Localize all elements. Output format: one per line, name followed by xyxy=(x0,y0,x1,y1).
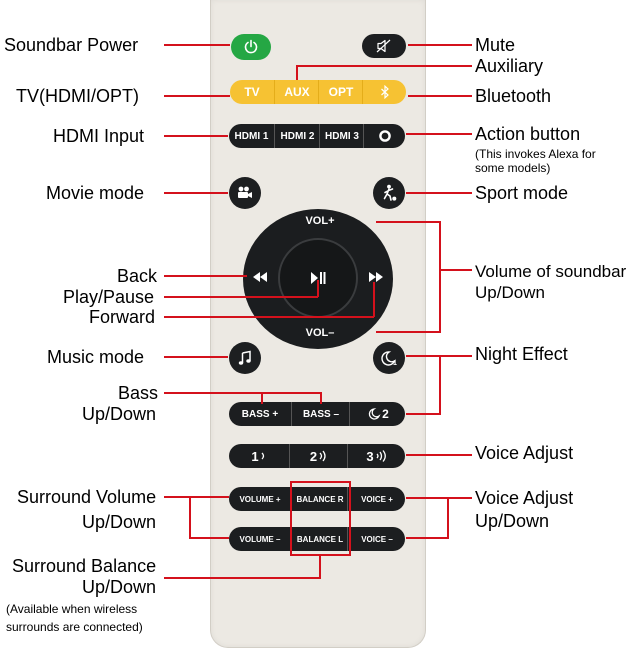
label-soundbar-power: Soundbar Power xyxy=(4,35,139,55)
label-hdmi-input: HDMI Input xyxy=(53,126,145,146)
fast-forward-icon xyxy=(369,272,383,282)
label-voice-adjust-updown-2: Up/Down xyxy=(475,511,550,531)
surround-minus-bar: VOLUME – BALANCE L VOICE – xyxy=(229,527,405,551)
sound-wave-icon xyxy=(376,450,386,462)
opt-button[interactable]: OPT xyxy=(318,80,363,104)
moon-icon: 1 xyxy=(381,351,397,367)
svg-text:1: 1 xyxy=(393,360,397,367)
video-camera-icon xyxy=(238,186,252,198)
power-button[interactable] xyxy=(231,34,271,60)
label-back: Back xyxy=(117,266,158,286)
mute-button[interactable] xyxy=(362,34,406,58)
music-mode-button[interactable] xyxy=(229,342,261,374)
label-mute: Mute xyxy=(475,35,516,55)
voice-preset-bar: 1 2 3 xyxy=(229,444,405,468)
bass-button-bar: BASS + BASS – 2 xyxy=(229,402,405,426)
label-forward: Forward xyxy=(89,307,156,327)
volume-plus-button[interactable]: VOLUME + xyxy=(239,494,281,504)
label-movie-mode: Movie mode xyxy=(46,183,145,203)
sound-wave-icon xyxy=(319,450,326,462)
note-surround-2: surrounds are connected) xyxy=(6,620,143,634)
volume-minus-button[interactable]: VOLUME – xyxy=(239,534,281,544)
rewind-icon xyxy=(253,272,267,282)
label-surround-volume-1: Surround Volume xyxy=(17,487,157,507)
voice-3-button[interactable]: 3 xyxy=(347,444,406,468)
label-surround-balance-2: Up/Down xyxy=(82,577,157,597)
note-action-1: (This invokes Alexa for xyxy=(475,147,596,161)
power-icon xyxy=(244,39,258,54)
surround-plus-bar: VOLUME + BALANCE R VOICE + xyxy=(229,487,405,511)
hdmi-button-bar: HDMI 1 HDMI 2 HDMI 3 xyxy=(229,124,405,148)
tv-button[interactable]: TV xyxy=(244,85,260,99)
music-note-icon xyxy=(238,350,251,365)
label-auxiliary: Auxiliary xyxy=(475,56,544,76)
aux-button[interactable]: AUX xyxy=(274,80,319,104)
voice-3-label: 3 xyxy=(366,448,374,464)
label-sport-mode: Sport mode xyxy=(475,183,569,203)
play-pause-icon xyxy=(311,272,326,284)
label-voice-adjust-updown-1: Voice Adjust xyxy=(475,488,574,508)
hdmi3-button[interactable]: HDMI 3 xyxy=(319,124,364,148)
vol-minus-button[interactable]: VOL– xyxy=(305,327,335,339)
label-surround-volume-2: Up/Down xyxy=(82,512,157,532)
label-night-effect: Night Effect xyxy=(475,344,568,364)
hdmi1-button[interactable]: HDMI 1 xyxy=(234,130,269,142)
moon-icon xyxy=(368,408,381,420)
label-play-pause: Play/Pause xyxy=(63,287,155,307)
forward-button[interactable] xyxy=(363,266,389,288)
soccer-player-icon xyxy=(383,184,397,201)
label-bass-2: Up/Down xyxy=(82,404,157,424)
bass-minus-button[interactable]: BASS – xyxy=(291,402,350,426)
action-circle-icon xyxy=(379,130,391,142)
source-button-bar: TV AUX OPT xyxy=(230,80,406,104)
label-surround-balance-1: Surround Balance xyxy=(12,556,157,576)
movie-mode-button[interactable] xyxy=(229,177,261,209)
voice-plus-button[interactable]: VOICE + xyxy=(347,487,406,511)
action-button[interactable] xyxy=(363,124,406,148)
label-bass-1: Bass xyxy=(118,383,159,403)
hdmi2-button[interactable]: HDMI 2 xyxy=(274,124,320,148)
sound-wave-icon xyxy=(261,452,264,460)
label-tv-hdmi-opt: TV(HDMI/OPT) xyxy=(16,86,139,106)
label-action-button: Action button xyxy=(475,124,581,144)
label-bluetooth: Bluetooth xyxy=(475,86,552,106)
night-effect-button[interactable]: 1 xyxy=(373,342,405,374)
note-surround-1: (Available when wireless xyxy=(6,602,138,616)
note-action-2: some models) xyxy=(475,161,551,175)
voice-2-label: 2 xyxy=(309,448,318,464)
night-2-button[interactable]: 2 xyxy=(349,402,406,426)
night-2-label: 2 xyxy=(382,407,389,421)
bluetooth-icon xyxy=(381,85,389,99)
voice-minus-button[interactable]: VOICE – xyxy=(347,527,406,551)
vol-plus-button[interactable]: VOL+ xyxy=(305,215,335,227)
label-voice-adjust: Voice Adjust xyxy=(475,443,574,463)
label-music-mode: Music mode xyxy=(47,347,145,367)
sport-mode-button[interactable] xyxy=(373,177,405,209)
label-volume-soundbar-1: Volume of soundbar xyxy=(475,262,627,281)
bluetooth-button[interactable] xyxy=(362,80,407,104)
voice-1-label: 1 xyxy=(251,448,259,464)
label-volume-soundbar-2: Up/Down xyxy=(475,283,545,302)
back-button[interactable] xyxy=(247,266,273,288)
bass-plus-button[interactable]: BASS + xyxy=(241,408,279,420)
mute-icon xyxy=(376,39,391,53)
voice-1-button[interactable]: 1 xyxy=(229,444,289,468)
voice-2-button[interactable]: 2 xyxy=(289,444,348,468)
